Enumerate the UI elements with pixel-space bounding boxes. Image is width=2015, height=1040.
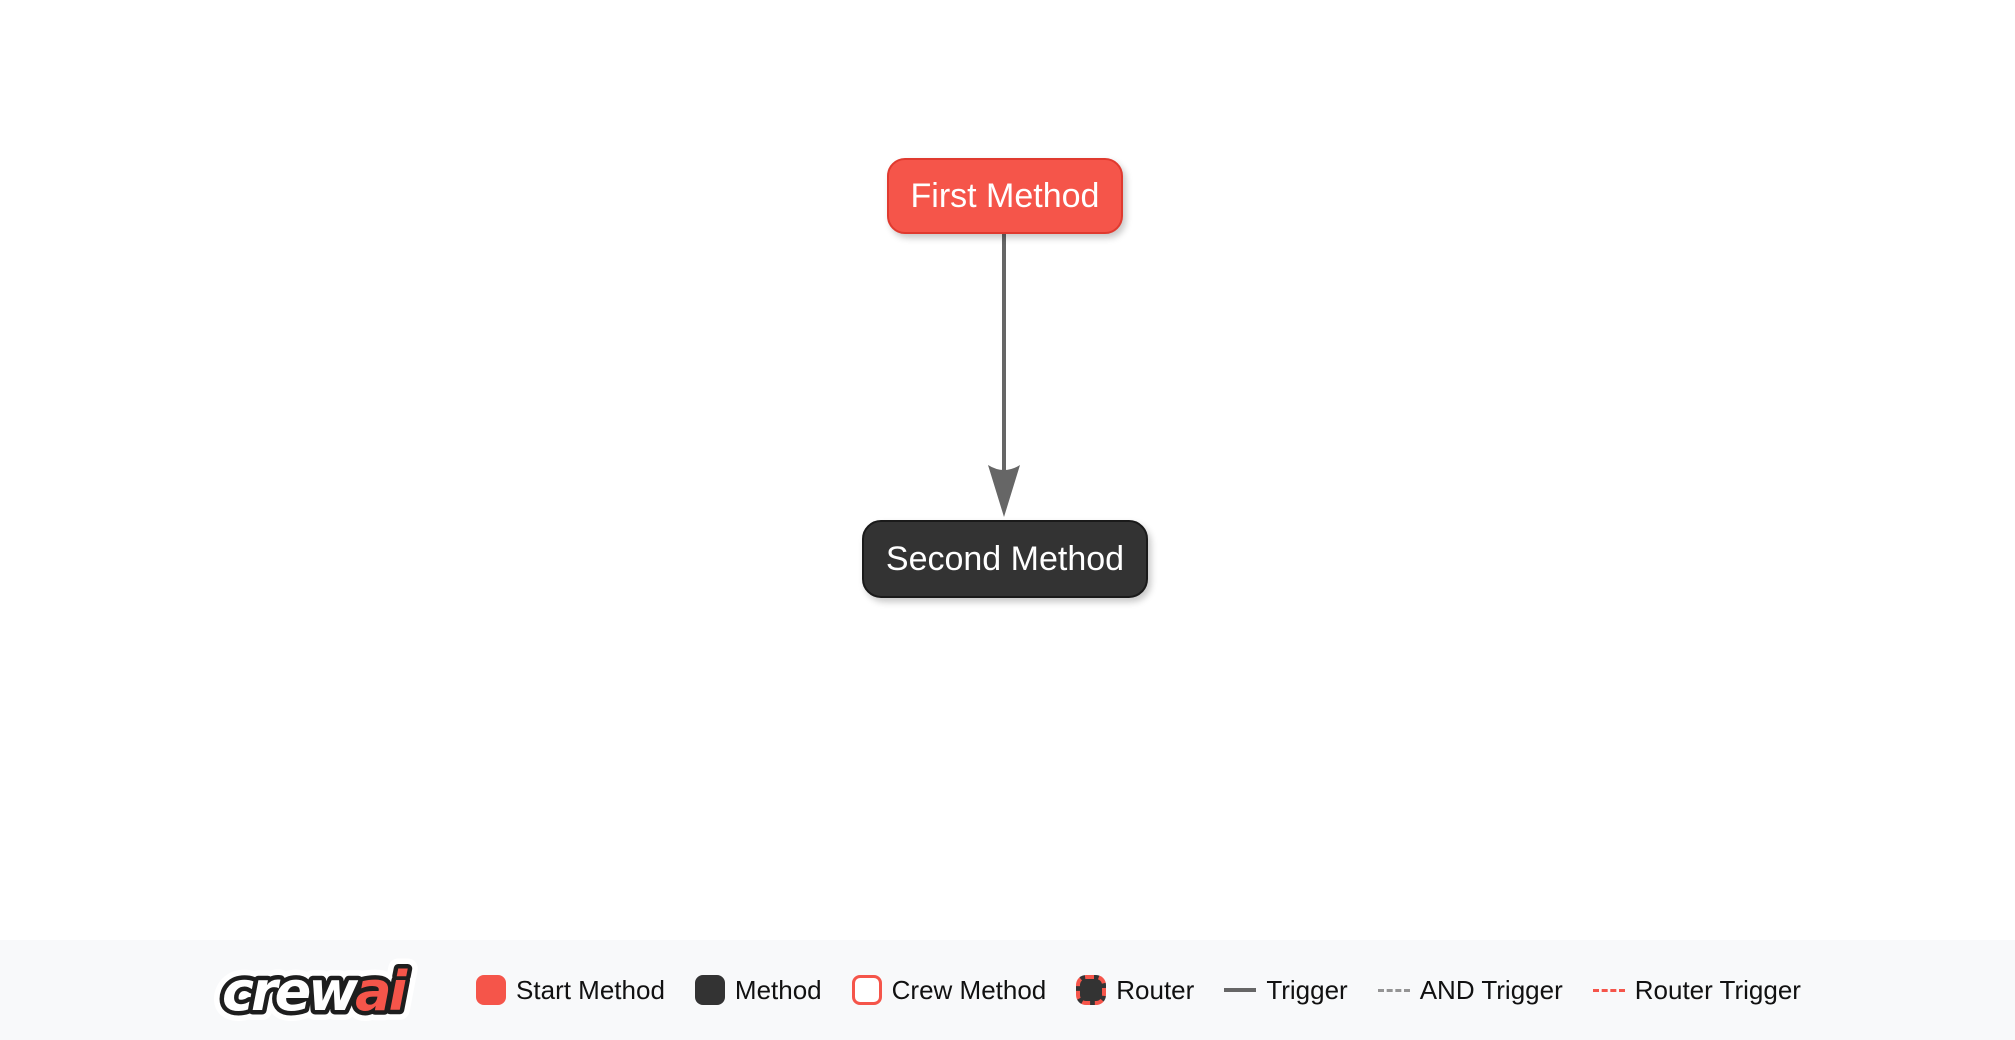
- legend-label-and-trigger: AND Trigger: [1419, 974, 1563, 1005]
- legend-item-start-method: Start Method: [476, 975, 665, 1006]
- legend-item-trigger: Trigger: [1224, 974, 1348, 1006]
- arrowhead-icon: [988, 465, 1020, 517]
- node-first-method[interactable]: First Method: [887, 158, 1123, 234]
- legend-label-router: Router: [1116, 974, 1195, 1005]
- legend-item-and-trigger: AND Trigger: [1377, 974, 1563, 1006]
- legend-label-router-trigger: Router Trigger: [1634, 974, 1801, 1005]
- legend-item-router: Router: [1076, 975, 1194, 1006]
- node-second-method[interactable]: Second Method: [862, 520, 1148, 598]
- legend-item-crew-method: Crew Method: [851, 974, 1047, 1006]
- legend-label-method: Method: [734, 974, 822, 1005]
- router-swatch-icon: [1076, 975, 1107, 1005]
- edge-layer: [988, 234, 1020, 517]
- flow-canvas[interactable]: First Method Second Method: [0, 0, 2015, 940]
- legend-label-start-method: Start Method: [516, 974, 665, 1005]
- crew-method-swatch-icon: [851, 975, 882, 1005]
- legend-item-router-trigger: Router Trigger: [1592, 974, 1801, 1006]
- legend-label-crew-method: Crew Method: [891, 974, 1047, 1005]
- legend-item-method: Method: [694, 974, 822, 1006]
- router-trigger-line-icon: [1592, 988, 1625, 992]
- svg-text:crewai: crewai: [222, 960, 409, 1023]
- trigger-line-icon: [1224, 988, 1257, 992]
- crewai-logo: crewai crewai: [214, 950, 422, 1032]
- method-swatch-icon: [694, 975, 725, 1005]
- legend-label-trigger: Trigger: [1266, 974, 1348, 1005]
- trigger-edge: [988, 234, 1020, 517]
- legend-bar: crewai crewai Start Method Method Crew M…: [0, 940, 2015, 1040]
- and-trigger-line-icon: [1377, 988, 1410, 992]
- start-method-swatch-icon: [476, 975, 507, 1005]
